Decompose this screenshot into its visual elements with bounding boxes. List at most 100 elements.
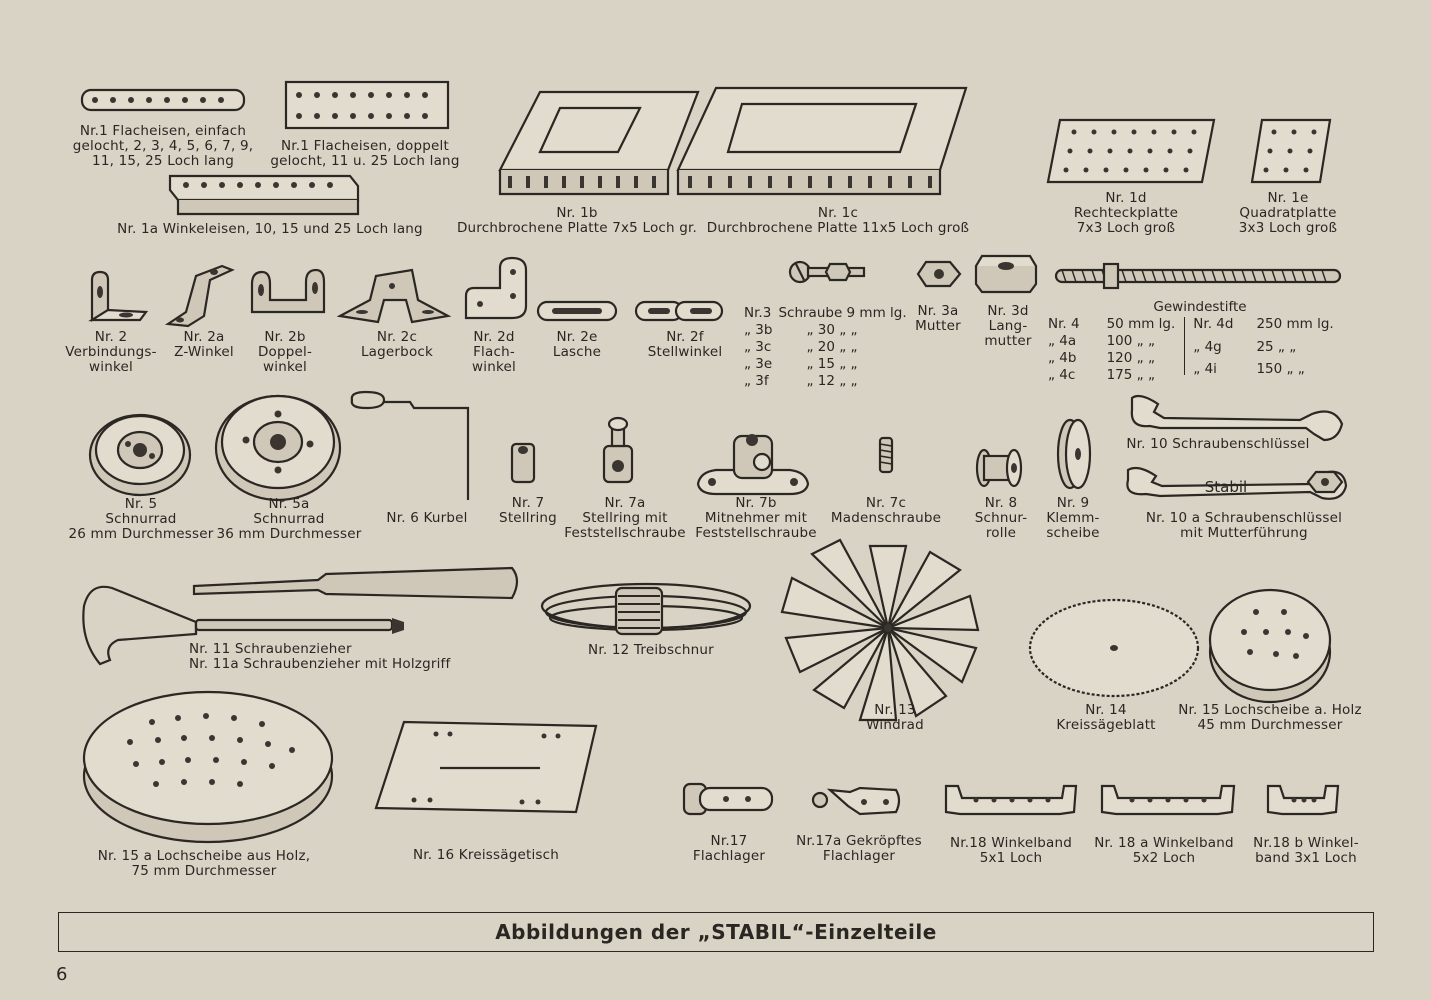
table-row: „ 3e„ 15 „ „ xyxy=(744,356,858,372)
table-row: „ 3f„ 12 „ „ xyxy=(744,373,858,389)
wrench-illustration xyxy=(1130,394,1344,442)
page-caption: Abbildungen der „STABIL“-Einzelteile xyxy=(58,912,1374,952)
crank-illustration xyxy=(350,390,470,500)
threaded-rod-illustration xyxy=(1054,262,1342,290)
bearing-block-illustration xyxy=(336,268,452,324)
label-p6: Nr. 6 Kurbel xyxy=(386,510,468,526)
square-plate-illustration xyxy=(1250,118,1332,184)
flat-angle-illustration xyxy=(464,256,528,320)
label-p18b: Nr.18 b Winkel-band 3x1 Loch xyxy=(1253,835,1359,866)
grub-screw-divider xyxy=(1184,317,1186,375)
saw-table-illustration xyxy=(374,720,598,814)
label-p10: Nr. 10 Schraubenschlüssel xyxy=(1126,436,1310,452)
perforated-plate-11x5-illustration xyxy=(676,86,968,196)
connecting-angle-illustration xyxy=(88,270,149,322)
grub-screw-title: Gewindestifte xyxy=(1153,299,1247,315)
clamp-disc-illustration xyxy=(1056,418,1092,490)
caption-text: Abbildungen der „STABIL“-Einzelteile xyxy=(495,920,937,944)
drive-cord-illustration xyxy=(540,582,752,636)
table-row: „ 3c„ 20 „ „ xyxy=(744,339,858,355)
angle-strap-5x2-illustration xyxy=(1100,784,1236,816)
circular-saw-blade-illustration xyxy=(1028,598,1200,698)
page-number: 6 xyxy=(56,964,68,985)
wind-wheel-illustration xyxy=(780,538,980,722)
offset-flat-bearing-illustration xyxy=(811,786,901,816)
screw-illustration xyxy=(788,260,866,284)
screwdriver-illustration xyxy=(82,566,519,666)
pulley-26mm-illustration xyxy=(88,413,192,497)
perforated-disc-45mm-illustration xyxy=(1208,588,1332,704)
driver-with-screw-illustration xyxy=(696,434,810,496)
flat-bar-single-illustration xyxy=(80,88,246,112)
long-nut-illustration xyxy=(974,254,1038,294)
perforated-disc-75mm-illustration xyxy=(82,690,334,844)
wrench-brand-text: Stabil xyxy=(1205,478,1247,496)
strap-illustration xyxy=(536,300,618,322)
angle-bar-illustration xyxy=(168,174,360,216)
wrench-with-nut-guide-illustration: Stabil xyxy=(1126,466,1348,500)
pulley-36mm-illustration xyxy=(214,394,342,502)
table-row: „ 3b„ 30 „ „ xyxy=(744,322,858,338)
collar-illustration xyxy=(510,442,536,484)
angle-strap-3x1-illustration xyxy=(1266,784,1340,816)
grub-screw-illustration xyxy=(878,436,894,474)
flat-bearing-illustration xyxy=(682,782,774,816)
double-angle-illustration xyxy=(250,268,326,314)
perforated-plate-7x5-illustration xyxy=(498,90,700,196)
cord-roller-illustration xyxy=(975,448,1023,488)
label-p15a: Nr. 15 a Lochscheibe aus Holz,75 mm Durc… xyxy=(97,848,311,879)
z-angle-illustration xyxy=(164,264,235,328)
label-p1a-angle: Nr. 1a Winkeleisen, 10, 15 und 25 Loch l… xyxy=(117,221,423,237)
label-p16: Nr. 16 Kreissägetisch xyxy=(412,847,560,863)
label-p12: Nr. 12 Treibschnur xyxy=(588,642,714,658)
rectangle-plate-illustration xyxy=(1046,118,1216,184)
angle-strap-5x1-illustration xyxy=(944,784,1078,816)
flat-bar-double-illustration xyxy=(284,80,450,130)
